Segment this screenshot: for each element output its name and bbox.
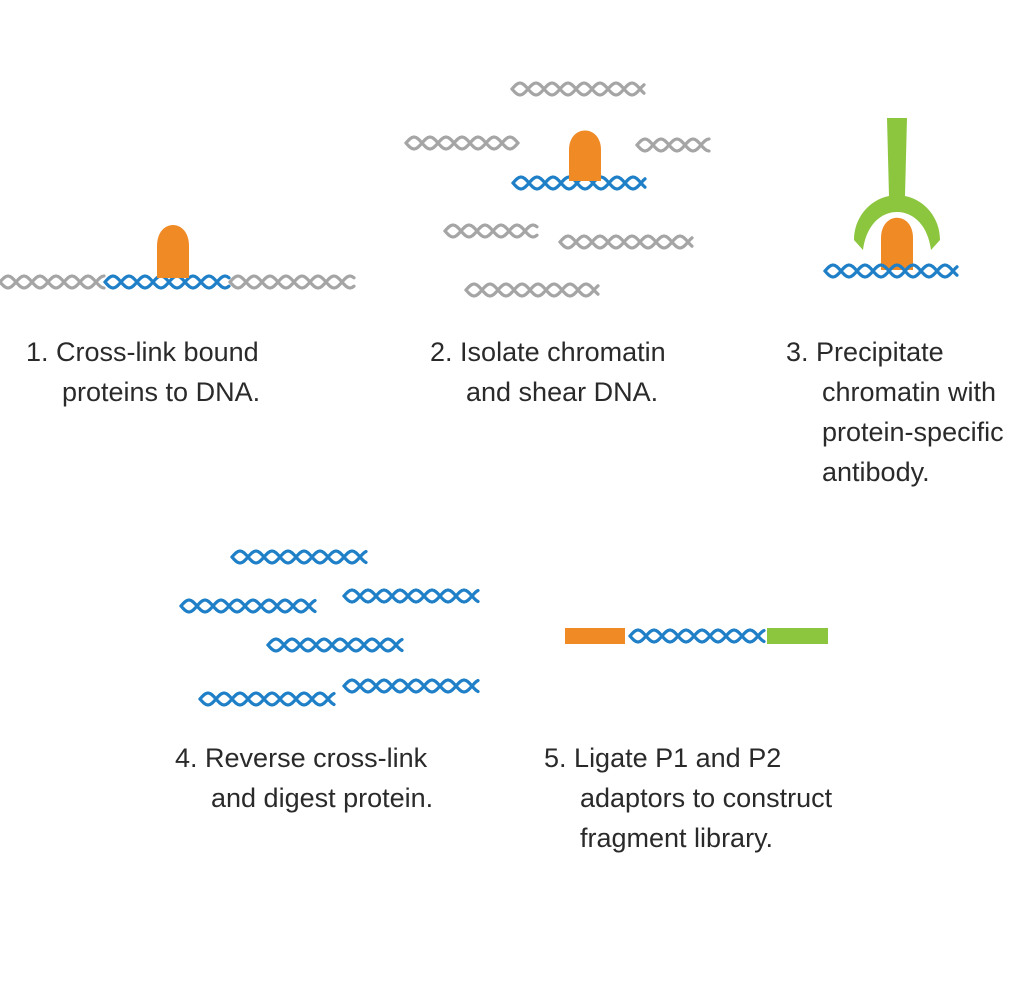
dna-fragment-gray	[464, 282, 600, 298]
antibody-green	[854, 118, 940, 250]
dna-strand	[0, 274, 106, 290]
dna-strand	[464, 282, 600, 298]
dna-strand	[510, 81, 646, 97]
dna-strand	[558, 234, 694, 250]
dna-fragment-blue-bound	[823, 263, 959, 279]
dna-strand	[198, 691, 336, 707]
dna-fragment-blue	[342, 678, 480, 694]
dna-fragment-blue	[342, 588, 480, 604]
dna-strand	[823, 263, 959, 279]
dna-fragment-gray	[443, 223, 539, 239]
dna-strand	[510, 81, 646, 97]
protein-orange	[881, 217, 913, 270]
dna-strand	[635, 137, 711, 153]
step-label-line: 5. Ligate P1 and P2	[544, 743, 782, 773]
dna-fragment-blue	[628, 628, 766, 644]
dna-strand	[228, 274, 356, 290]
step-label-line: protein-specific	[822, 417, 1004, 447]
dna-strand	[228, 274, 356, 290]
dna-strand	[342, 678, 480, 694]
dna-strand	[628, 628, 766, 644]
dna-strand	[179, 598, 317, 614]
step-2-illustration	[404, 81, 711, 298]
step-1-label: 1. Cross-link bound proteins to DNA.	[26, 332, 260, 412]
step-label-line: 3. Precipitate	[786, 337, 944, 367]
step-5-illustration	[565, 628, 828, 644]
step-label-line: chromatin with	[822, 377, 997, 407]
dna-strand	[511, 175, 647, 191]
dna-strand	[558, 234, 694, 250]
step-4-illustration	[179, 549, 480, 707]
protein-orange	[569, 130, 601, 181]
step-label-line: 2. Isolate chromatin	[430, 337, 666, 367]
step-3-illustration	[823, 118, 959, 279]
dna-strand	[404, 135, 520, 151]
dna-fragment-blue	[198, 691, 336, 707]
step-5-label: 5. Ligate P1 and P2 adaptors to construc…	[544, 738, 832, 858]
dna-strand	[404, 135, 520, 151]
step-label-line: antibody.	[822, 457, 930, 487]
step-label-line: 4. Reverse cross-link	[175, 743, 428, 773]
adaptor-p2	[767, 628, 828, 644]
step-3-label: 3. Precipitate chromatin with protein-sp…	[786, 332, 1004, 492]
step-1-illustration	[0, 225, 356, 290]
dna-fragment-blue	[266, 637, 404, 653]
step-2-label: 2. Isolate chromatin and shear DNA.	[430, 332, 666, 412]
dna-fragment-blue	[179, 598, 317, 614]
dna-strand	[266, 637, 404, 653]
adaptor-p1	[565, 628, 625, 644]
dna-fragment-gray	[510, 81, 646, 97]
dna-strand	[0, 274, 106, 290]
dna-fragment-gray	[635, 137, 711, 153]
dna-fragment-blue	[230, 549, 368, 565]
dna-gray-left	[0, 274, 106, 290]
dna-strand	[635, 137, 711, 153]
step-label-line: adaptors to construct	[580, 783, 833, 813]
step-4-label: 4. Reverse cross-link and digest protein…	[175, 738, 433, 818]
dna-strand	[823, 263, 959, 279]
protein-orange	[157, 225, 189, 278]
step-label-line: proteins to DNA.	[62, 377, 261, 407]
dna-blue-bound	[103, 274, 231, 290]
dna-strand	[103, 274, 231, 290]
step-label-line: 1. Cross-link bound	[26, 337, 259, 367]
dna-gray-right	[228, 274, 356, 290]
step-label-line: and shear DNA.	[466, 377, 659, 407]
dna-fragment-gray	[558, 234, 694, 250]
dna-strand	[443, 223, 539, 239]
step-label-line: fragment library.	[580, 823, 774, 853]
dna-strand	[230, 549, 368, 565]
dna-strand	[103, 274, 231, 290]
dna-strand	[464, 282, 600, 298]
step-label-line: and digest protein.	[211, 783, 434, 813]
dna-fragment-gray	[404, 135, 520, 151]
dna-strand	[342, 588, 480, 604]
